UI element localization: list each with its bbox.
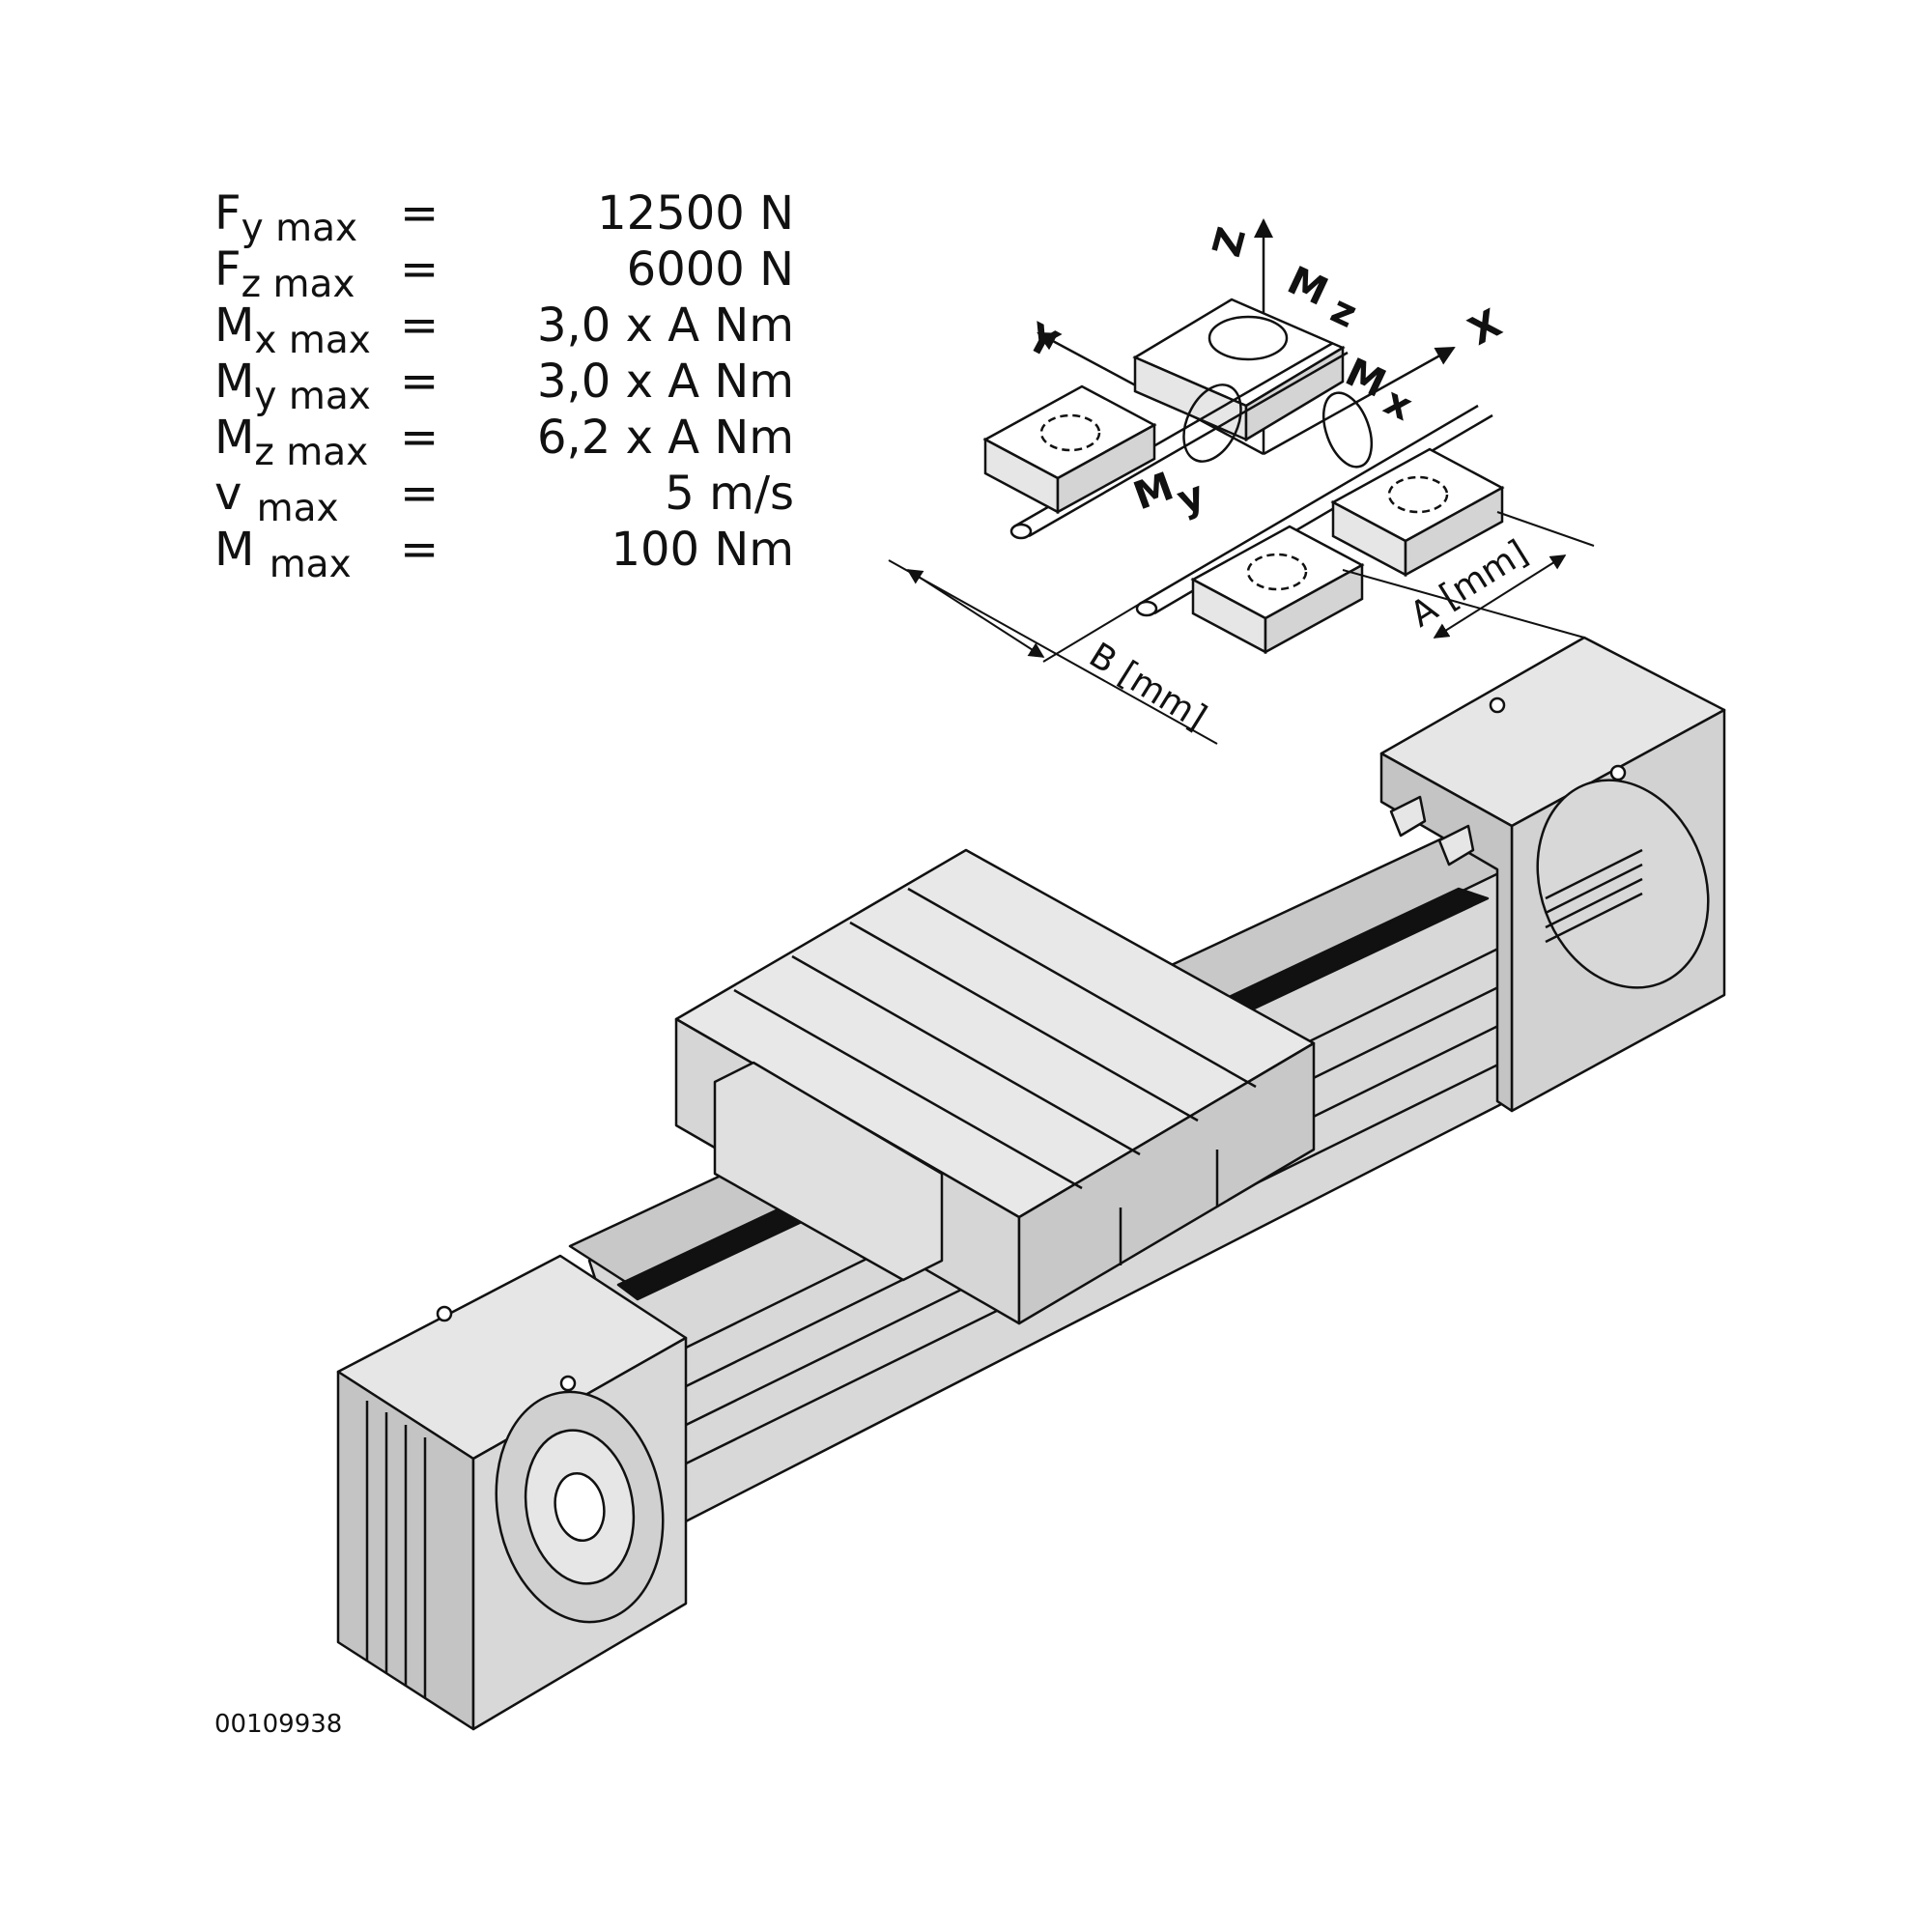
spec-symbol: M max xyxy=(214,523,352,586)
spec-value: 6,2 x A Nm xyxy=(536,411,794,465)
spec-value: 3,0 x A Nm xyxy=(536,355,794,409)
mz-rotation-icon xyxy=(1208,315,1289,361)
spec-row-m: M max = 100 Nm xyxy=(214,522,813,586)
reference-number: 00109938 xyxy=(214,1710,343,1739)
spec-row-fz: Fz max = 6000 N xyxy=(214,242,813,306)
spec-row-my: My max = 3,0 x A Nm xyxy=(214,354,813,418)
z-axis-label: Z xyxy=(1205,223,1255,262)
y-axis-label: Y xyxy=(1018,315,1065,368)
spec-equals: = xyxy=(400,186,440,241)
end-housing-right xyxy=(1379,636,1726,1113)
my-label: M y xyxy=(1128,465,1210,524)
spec-value: 3,0 x A Nm xyxy=(536,298,794,353)
drive-shaft-icon xyxy=(554,1472,606,1542)
linear-module xyxy=(336,636,1726,1731)
bearing-block-left xyxy=(982,384,1157,515)
bearing-block-front xyxy=(1190,525,1365,655)
dimension-b-label: B [mm] xyxy=(1082,636,1213,738)
svg-text:M: M xyxy=(1128,465,1179,520)
spec-equals: = xyxy=(400,467,440,521)
mx-label: M x xyxy=(1339,350,1419,430)
spec-equals: = xyxy=(400,411,440,465)
dimension-b xyxy=(888,559,1218,745)
spec-symbol: v max xyxy=(214,467,339,530)
svg-text:y: y xyxy=(1172,472,1210,523)
limit-sensors xyxy=(1389,795,1475,867)
svg-text:z: z xyxy=(1324,287,1364,337)
spec-symbol: Fy max xyxy=(214,186,358,250)
spec-equals: = xyxy=(400,355,440,409)
svg-text:M: M xyxy=(1339,350,1393,407)
svg-text:M: M xyxy=(1281,258,1335,315)
spec-row-mx: Mx max = 3,0 x A Nm xyxy=(214,298,813,362)
spec-value: 5 m/s xyxy=(665,467,794,521)
load-diagram xyxy=(888,218,1595,745)
my-rotation-icon xyxy=(1182,384,1242,463)
spec-value: 100 Nm xyxy=(611,523,794,577)
spec-equals: = xyxy=(400,523,440,577)
spec-table: Fy max = 12500 N Fz max = 6000 N Mx max … xyxy=(214,185,813,586)
end-housing-left xyxy=(336,1254,688,1731)
spec-equals: = xyxy=(400,298,440,353)
spec-symbol: My max xyxy=(214,355,371,418)
spec-symbol: Fz max xyxy=(214,242,355,306)
dimension-a xyxy=(1342,511,1595,639)
spec-row-v: v max = 5 m/s xyxy=(214,466,813,530)
bearing-block-right xyxy=(1330,447,1505,578)
spec-value: 6000 N xyxy=(626,242,794,297)
mx-rotation-icon xyxy=(1321,391,1374,469)
x-axis-label: X xyxy=(1462,301,1509,355)
carriage xyxy=(674,848,1316,1325)
spec-symbol: Mz max xyxy=(214,411,369,474)
spec-value: 12500 N xyxy=(597,186,794,241)
spec-symbol: Mx max xyxy=(214,298,371,362)
carriage-side-plate xyxy=(713,1061,944,1282)
spec-equals: = xyxy=(400,242,440,297)
spec-row-fy: Fy max = 12500 N xyxy=(214,185,813,250)
x-axis xyxy=(1263,346,1456,456)
spec-row-mz: Mz max = 6,2 x A Nm xyxy=(214,410,813,474)
